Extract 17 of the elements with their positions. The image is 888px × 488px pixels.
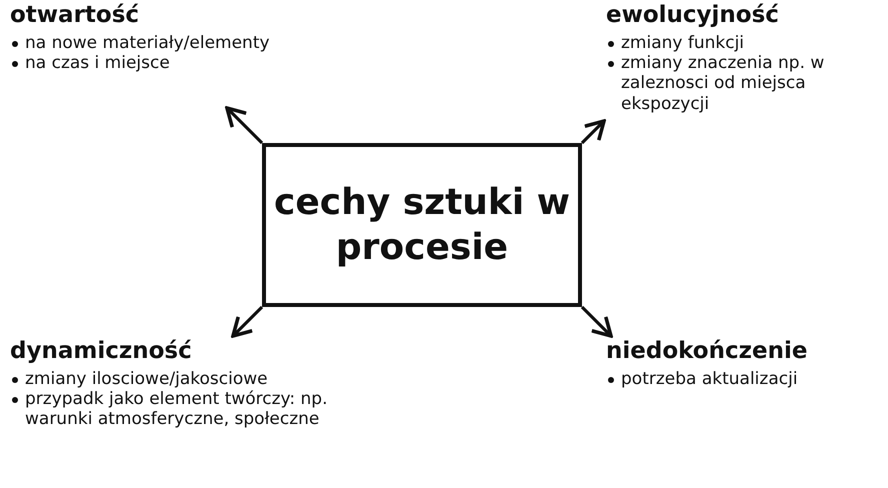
arrow xyxy=(580,306,613,338)
box-title: cechy sztuki w procesie xyxy=(272,181,571,270)
bullet-text: zmiany znaczenia np. w zaleznosci od miejsca ekspozycji xyxy=(621,52,826,114)
bullet-text: na nowe materiały/elementy xyxy=(25,32,270,53)
bullet-text: potrzeba aktualizacji xyxy=(621,368,798,389)
bullet-text: na czas i miejsce xyxy=(25,52,170,74)
process-box xyxy=(262,143,582,307)
bullet-text: zmiany ilosciowe/jakosciowe xyxy=(25,368,268,389)
heading: niedokończenie xyxy=(606,338,808,366)
arrow xyxy=(225,106,264,144)
heading: ewolucyjność xyxy=(606,2,779,30)
arrow xyxy=(231,306,264,338)
bullet-text: przypadk jako element twórczy: np. warunki atmosferyczne, społeczne xyxy=(25,388,328,430)
heading: otwartość xyxy=(10,2,140,30)
heading: dynamiczność xyxy=(10,338,192,366)
arrow xyxy=(580,119,606,144)
bullet-text: zmiany funkcji xyxy=(621,32,744,53)
